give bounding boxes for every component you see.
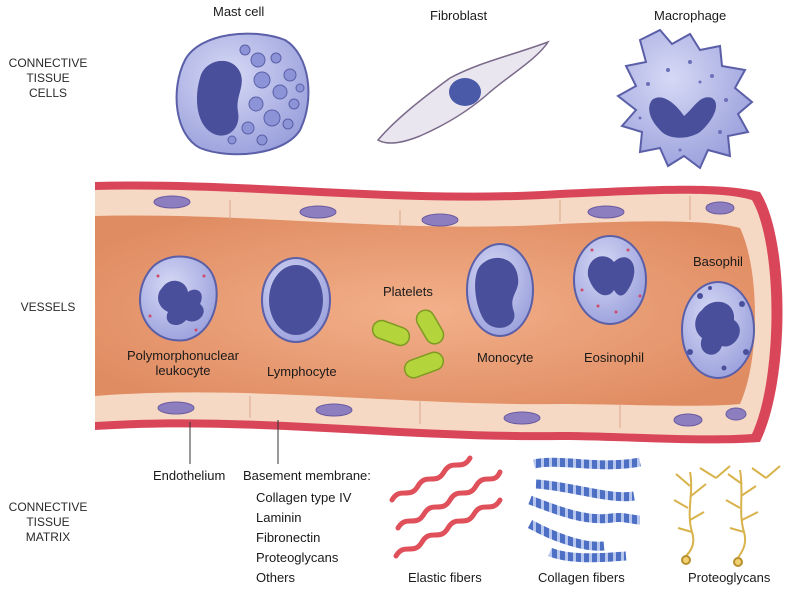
monocyte bbox=[466, 243, 534, 337]
label-proteoglycans: Proteoglycans bbox=[688, 570, 771, 585]
label-elastic-fibers: Elastic fibers bbox=[408, 570, 482, 585]
platelets bbox=[371, 309, 445, 379]
label-macrophage: Macrophage bbox=[654, 8, 727, 23]
label-mast-cell: Mast cell bbox=[213, 4, 265, 19]
basement-item: Fibronectin bbox=[256, 530, 321, 545]
label-monocyte: Monocyte bbox=[477, 350, 534, 365]
label-basophil: Basophil bbox=[693, 254, 743, 269]
label-line: leukocyte bbox=[155, 363, 211, 378]
elastic-fibers bbox=[389, 455, 503, 559]
label-fibroblast: Fibroblast bbox=[430, 8, 488, 23]
label-basement-membrane: Basement membrane: bbox=[243, 468, 371, 483]
mast-cell bbox=[175, 32, 310, 156]
label-line: Polymorphonuclear bbox=[126, 348, 239, 363]
basophil bbox=[681, 281, 755, 379]
eosinophil bbox=[573, 235, 647, 325]
side-label-line: TISSUE bbox=[26, 71, 70, 85]
fibroblast bbox=[376, 40, 550, 144]
basement-item: Collagen type IV bbox=[256, 490, 352, 505]
label-eosinophil: Eosinophil bbox=[584, 350, 644, 365]
macrophage bbox=[616, 28, 754, 170]
proteoglycans bbox=[673, 465, 781, 567]
basement-item: Others bbox=[256, 570, 296, 585]
label-endothelium: Endothelium bbox=[153, 468, 226, 483]
pmn-leukocyte bbox=[138, 255, 218, 342]
lymphocyte bbox=[261, 257, 331, 343]
side-label-line: TISSUE bbox=[26, 515, 70, 529]
collagen-fibers bbox=[527, 457, 641, 563]
label-platelets: Platelets bbox=[383, 284, 433, 299]
leader-lines bbox=[189, 420, 279, 464]
side-label-line: CONNECTIVE bbox=[8, 500, 88, 514]
side-label-cells: CONNECTIVE TISSUE CELLS bbox=[0, 56, 96, 101]
basement-item: Laminin bbox=[256, 510, 302, 525]
side-label-line: MATRIX bbox=[25, 530, 71, 544]
side-label-vessels: VESSELS bbox=[20, 300, 76, 314]
label-collagen-fibers: Collagen fibers bbox=[538, 570, 625, 585]
label-lymphocyte: Lymphocyte bbox=[267, 364, 337, 379]
side-label-matrix: CONNECTIVE TISSUE MATRIX bbox=[0, 500, 96, 545]
side-label-line: CELLS bbox=[28, 86, 68, 100]
basement-membrane-list: Collagen type IV Laminin Fibronectin Pro… bbox=[256, 488, 351, 588]
side-label-line: CONNECTIVE bbox=[8, 56, 88, 70]
label-pmn-leukocyte: Polymorphonuclear leukocyte bbox=[118, 348, 248, 378]
basement-item: Proteoglycans bbox=[256, 550, 339, 565]
